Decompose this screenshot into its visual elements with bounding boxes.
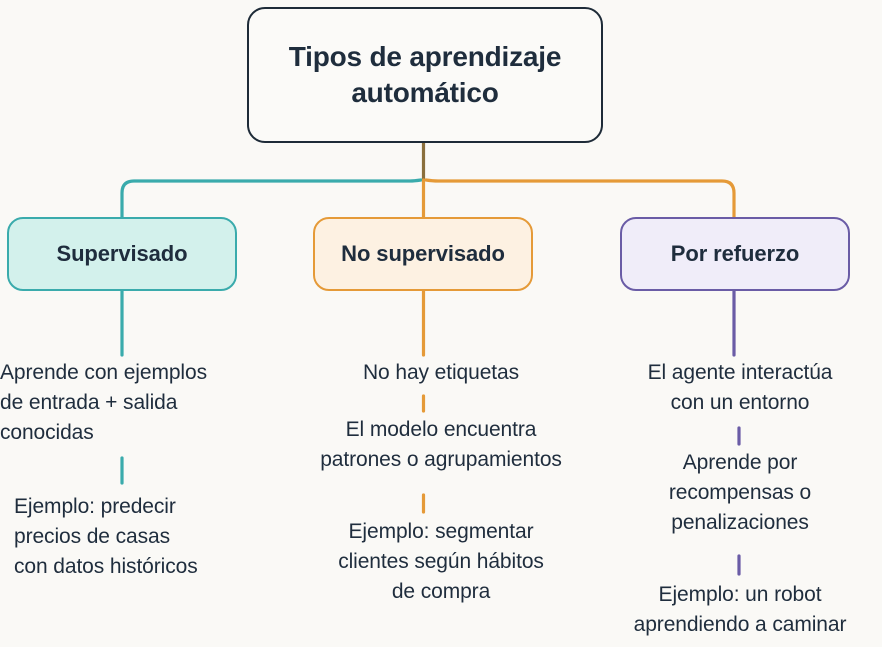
detail-no-supervisado-2: El modelo encuentra patrones o agrupamie… (320, 418, 562, 471)
connector-root-to-por-refuerzo (424, 178, 736, 219)
root-node[interactable]: Tipos de aprendizaje automático (247, 7, 603, 143)
node-supervisado[interactable]: Supervisado (7, 217, 237, 291)
node-no-supervisado[interactable]: No supervisado (313, 217, 533, 291)
detail-no-supervisado-1: No hay etiquetas (362, 361, 519, 384)
detail-supervisado-2: Ejemplo: predecir precios de casas con d… (14, 495, 198, 578)
detail-supervisado-1: Aprende con ejemplos de entrada + salida… (0, 361, 207, 444)
detail-no-supervisado-3: Ejemplo: segmentar clientes según hábito… (338, 520, 544, 603)
connector-root-to-supervisado (120, 178, 423, 219)
detail-por-refuerzo-2: Aprende por recompensas o penalizaciones (668, 451, 812, 534)
detail-por-refuerzo-1: El agente interactúa con un entorno (647, 361, 833, 414)
node-por-refuerzo[interactable]: Por refuerzo (620, 217, 850, 291)
detail-por-refuerzo-3: Ejemplo: un robot aprendiendo a caminar (633, 583, 847, 636)
